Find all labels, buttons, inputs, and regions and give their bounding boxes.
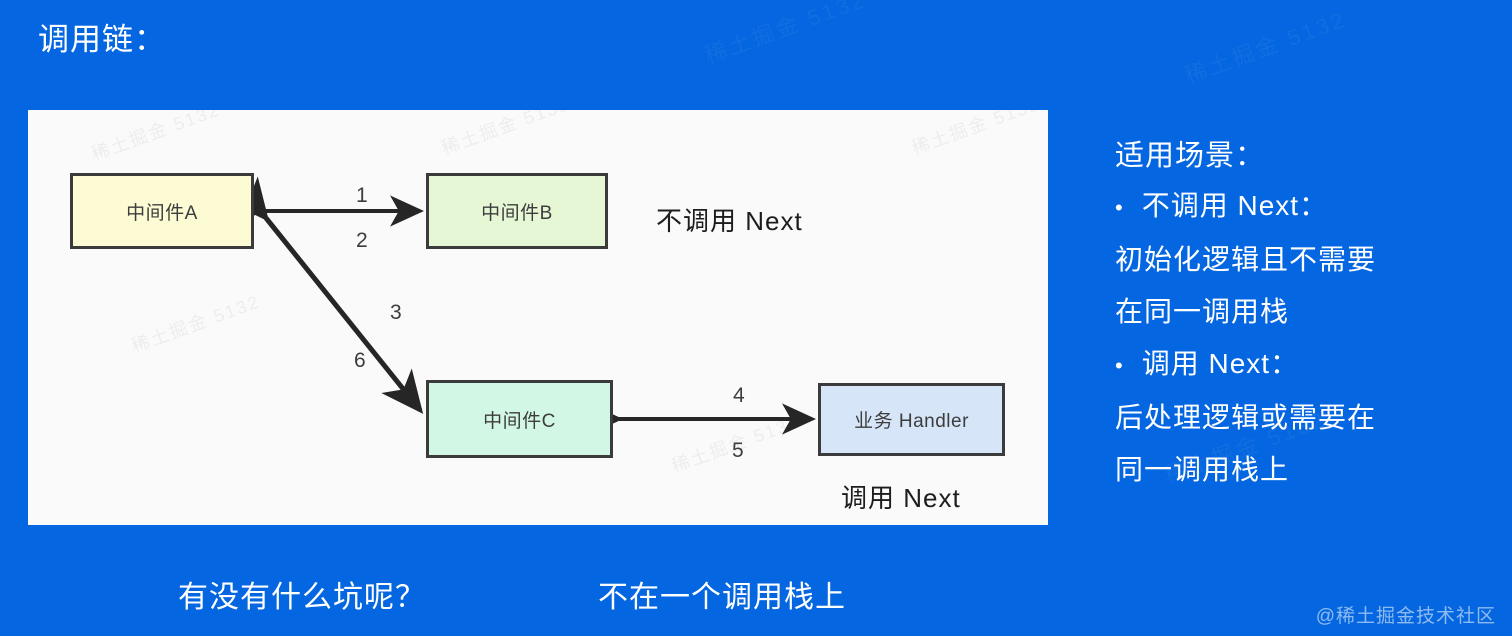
background-watermark: 稀土掘金 5132 (1181, 6, 1350, 89)
node-middleware-c-label: 中间件C (483, 410, 556, 432)
bullet-call-next: • 调用 Next： (1115, 338, 1505, 392)
bullet-no-next-line-1: 初始化逻辑且不需要 (1115, 244, 1377, 275)
edge-label-1: 1 (356, 184, 368, 207)
diagram-panel: 稀土掘金 5132 稀土掘金 5132 稀土掘金 5132 稀土掘金 5132 … (28, 110, 1048, 525)
note-call-next: 调用 Next (841, 483, 961, 513)
caption-left: 有没有什么坑呢？ (178, 581, 426, 614)
bullet-marker-icon: • (1115, 195, 1124, 220)
bullet-call-next-line-1: 后处理逻辑或需要在 (1115, 402, 1377, 433)
node-middleware-b-label: 中间件B (481, 202, 553, 224)
edge-label-4: 4 (733, 384, 745, 407)
right-panel: 适用场景： • 不调用 Next： 初始化逻辑且不需要 在同一调用栈 • 调用 … (1115, 132, 1505, 496)
node-business-handler-label: 业务 Handler (854, 411, 969, 432)
bullet-call-next-line-2: 同一调用栈上 (1115, 454, 1290, 485)
caption-right: 不在一个调用栈上 (598, 581, 846, 614)
edge-label-3: 3 (390, 301, 402, 324)
node-middleware-a-label: 中间件A (126, 202, 198, 224)
node-middleware-a[interactable]: 中间件A (70, 173, 254, 249)
edge-label-5: 5 (732, 439, 744, 462)
bullet-marker-icon: • (1115, 353, 1124, 378)
panel-watermark: 稀土掘金 5132 (128, 291, 263, 357)
node-middleware-c[interactable]: 中间件C (426, 380, 613, 458)
panel-watermark: 稀土掘金 5132 (88, 110, 223, 165)
edge-label-2: 2 (356, 229, 368, 252)
bullet-no-next-title: 不调用 Next： (1141, 190, 1329, 221)
site-watermark: @稀土掘金技术社区 (1315, 606, 1496, 627)
page-title: 调用链： (38, 22, 166, 57)
note-no-next: 不调用 Next (656, 206, 803, 236)
node-middleware-b[interactable]: 中间件B (426, 173, 608, 249)
panel-watermark: 稀土掘金 5132 (908, 110, 1043, 159)
bullet-no-next-line-2: 在同一调用栈 (1115, 296, 1290, 327)
bullet-call-next-title: 调用 Next： (1141, 348, 1300, 379)
edge-label-6: 6 (354, 349, 366, 372)
background-watermark: 稀土掘金 5132 (701, 0, 870, 69)
right-panel-heading: 适用场景： (1115, 140, 1266, 172)
node-business-handler[interactable]: 业务 Handler (818, 383, 1005, 456)
bullet-no-next: • 不调用 Next： (1115, 180, 1505, 234)
panel-watermark: 稀土掘金 5132 (438, 110, 573, 159)
